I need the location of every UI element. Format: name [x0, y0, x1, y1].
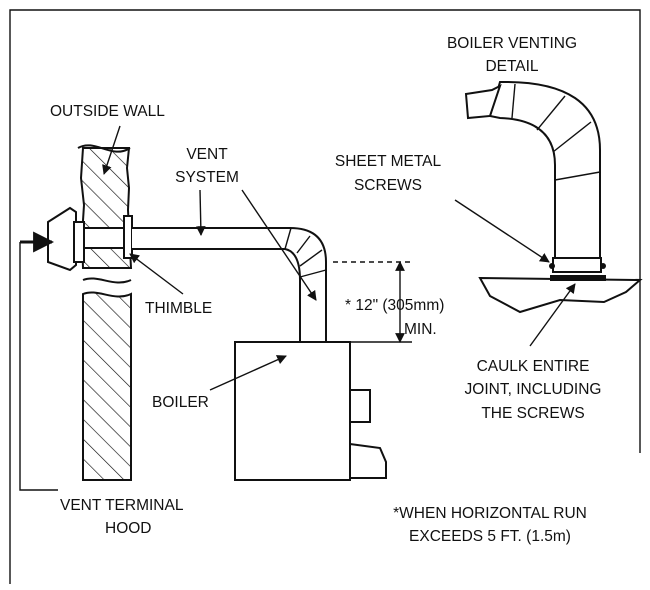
dimension-label-1: * 12" (305mm)	[345, 297, 444, 314]
detail-seam-2	[536, 95, 566, 131]
leader-caulk	[529, 283, 576, 347]
footnote-line-2: EXCEEDS 5 FT. (1.5m)	[409, 528, 571, 545]
leader-vent-terminal	[19, 242, 58, 491]
detail-seam-1	[511, 83, 516, 119]
leader-vent-b	[241, 189, 317, 301]
boiler-body	[234, 341, 351, 481]
vent-system-label-2: SYSTEM	[175, 169, 239, 186]
dimension-label-2: MIN.	[404, 321, 437, 338]
elbow-seam-3	[299, 249, 323, 267]
caulk-label-2: JOINT, INCLUDING	[465, 381, 602, 398]
sheet-metal-label-2: SCREWS	[354, 177, 422, 194]
detail-title-line-2: DETAIL	[485, 58, 538, 75]
detail-boiler-top	[478, 276, 643, 314]
detail-seam-3	[552, 121, 592, 153]
elbow-seam-4	[299, 269, 327, 278]
sheet-metal-label-1: SHEET METAL	[335, 153, 442, 170]
wall-break-line-2	[82, 277, 132, 284]
caulk-joint	[550, 275, 606, 281]
elbow-seam-1	[284, 227, 292, 250]
detail-title-line-1: BOILER VENTING	[447, 35, 577, 52]
boiler-label: BOILER	[152, 394, 209, 411]
screw-left	[549, 263, 555, 269]
leader-boiler	[209, 355, 287, 391]
vent-terminal-label-1: VENT TERMINAL	[60, 497, 184, 514]
figure-frame	[9, 9, 641, 584]
vent-system-label-1: VENT	[186, 146, 228, 163]
caulk-label-3: THE SCREWS	[481, 405, 584, 422]
detail-pipe-end	[464, 84, 502, 120]
vent-terminal-label-2: HOOD	[105, 520, 152, 537]
outside-wall-label: OUTSIDE WALL	[50, 103, 165, 120]
elbow-seam-2	[296, 235, 311, 254]
screw-right	[600, 263, 606, 269]
detail-seam-4	[554, 171, 601, 181]
footnote-line-1: *WHEN HORIZONTAL RUN	[393, 505, 587, 522]
caulk-label-1: CAULK ENTIRE	[477, 358, 590, 375]
leader-screws	[454, 199, 550, 263]
vent-terminal-hood	[47, 206, 77, 272]
wall-break-line	[77, 144, 131, 153]
leader-thimble	[129, 253, 184, 295]
detail-collar	[552, 257, 602, 273]
leader-outside-wall	[102, 125, 121, 175]
thimble-flange	[123, 215, 133, 259]
outside-wall-lower	[82, 291, 132, 481]
hood-collar	[73, 221, 85, 263]
leader-vent-a	[195, 189, 206, 236]
thimble-label: THIMBLE	[145, 300, 212, 317]
boiler-side-box	[349, 389, 371, 423]
boiler-burner	[349, 442, 387, 479]
vent-pipe-horizontal	[132, 227, 327, 343]
detail-pipe	[488, 80, 601, 266]
